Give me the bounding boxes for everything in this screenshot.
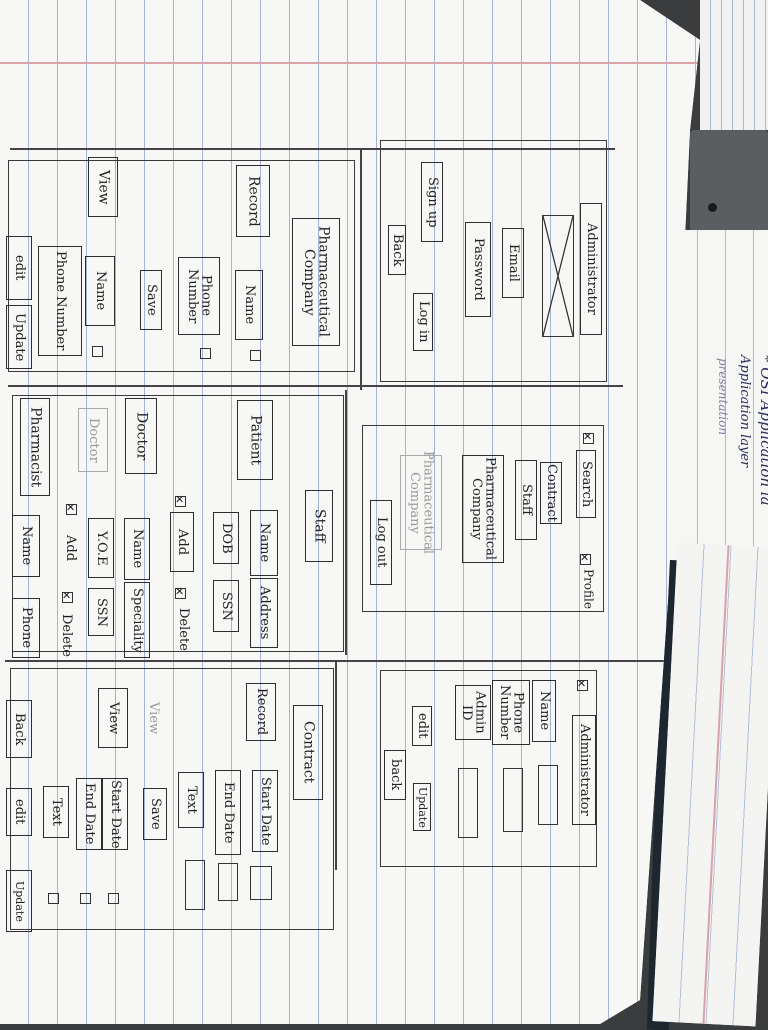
contract-title: Contract	[293, 705, 323, 800]
doctor-yoe-field[interactable]: Y.O.E	[88, 518, 114, 578]
profile-update-button[interactable]: Update	[413, 783, 431, 831]
note-line-2: Application layer	[737, 355, 752, 468]
admin-home-panel	[362, 425, 604, 612]
pharma-company-panel	[8, 160, 355, 372]
patient-delete-check[interactable]	[175, 585, 186, 599]
pharma-company-title: Pharmaceutical Company	[292, 218, 340, 346]
phone-label: Phone Number	[492, 680, 530, 745]
contract-update-button[interactable]: Update	[6, 870, 32, 932]
profile-back-button[interactable]: back	[384, 750, 406, 800]
patient-add-button[interactable]: Add	[170, 512, 194, 572]
pharmacist-name-field[interactable]: Name	[12, 515, 40, 577]
contract-view-start-check[interactable]	[108, 893, 119, 904]
view-name-field: Name	[85, 256, 115, 326]
admin-login-title: Administrator	[580, 203, 602, 335]
view-tab[interactable]: View	[88, 157, 118, 217]
search-checkbox[interactable]	[583, 430, 594, 444]
view-name-check[interactable]	[92, 346, 103, 357]
view-phone-field: Phone Number	[38, 246, 82, 356]
contract-view-start: Start Date	[102, 778, 128, 850]
admin-profile-title: Administrator	[572, 715, 596, 825]
admin-id-label: Admin ID	[455, 685, 491, 740]
note-line-3: presentation	[716, 358, 730, 436]
staff-button[interactable]: Staff	[515, 460, 537, 540]
doctor-delete-button[interactable]: Delete	[58, 613, 74, 657]
password-field[interactable]: Password	[465, 222, 491, 317]
pharma-company-button[interactable]: Pharmaceutical Company	[462, 455, 504, 563]
search-button[interactable]: Search	[576, 450, 596, 518]
admin-login-panel	[380, 140, 607, 382]
record-tab[interactable]: Record	[236, 165, 270, 237]
phone-input[interactable]	[503, 768, 523, 832]
admin-id-input[interactable]	[458, 768, 478, 838]
pharma-company-ghost: Pharmaceutical Company	[400, 451, 442, 554]
admin-profile-checkbox[interactable]	[577, 677, 588, 691]
contract-start-field[interactable]: Start Date	[252, 770, 278, 852]
login-button[interactable]: Log in	[413, 293, 433, 351]
back-button[interactable]: Back	[388, 225, 406, 275]
admin-image-placeholder	[542, 215, 574, 337]
wireframe-paper: Administrator Email Password Log in Sign…	[0, 0, 700, 1024]
contract-panel	[10, 668, 334, 930]
contract-view-end-check[interactable]	[80, 893, 91, 904]
doctor-name-field[interactable]: Name	[124, 518, 150, 580]
pharma-update-button[interactable]: Update	[6, 305, 32, 369]
doctor-add-check[interactable]	[66, 501, 77, 515]
contract-edit-button[interactable]: edit	[6, 788, 32, 836]
doctor-speciality-field[interactable]: Speciality	[124, 582, 150, 658]
contract-back-button[interactable]: Back	[6, 700, 32, 758]
name-label: Name	[532, 680, 556, 742]
contract-end-input[interactable]	[218, 863, 238, 901]
contract-view-text: Text	[43, 786, 69, 838]
note-line-1: * OSI Application la	[757, 355, 768, 506]
pharma-name-check[interactable]	[250, 350, 261, 361]
patient-ssn-field[interactable]: SSN	[213, 580, 239, 632]
patient-address-field[interactable]: Address	[250, 578, 278, 648]
margin-line	[0, 62, 700, 64]
contract-record-tab[interactable]: Record	[246, 683, 276, 741]
profile-edit-button[interactable]: edit	[412, 706, 432, 746]
contract-view-text-check[interactable]	[48, 893, 59, 904]
contract-end-field[interactable]: End Date	[215, 770, 241, 855]
patient-delete-button[interactable]: Delete	[175, 607, 191, 651]
doctor-tab[interactable]: Doctor	[125, 398, 157, 474]
name-input[interactable]	[538, 765, 558, 825]
pharmacist-phone-field[interactable]: Phone	[12, 598, 40, 658]
doctor-ssn-field[interactable]: SSN	[88, 588, 114, 636]
patient-dob-field[interactable]: DOB	[213, 512, 239, 564]
contract-view-ghost: View	[145, 701, 161, 735]
admin-profile-panel	[380, 670, 597, 867]
patient-add-check[interactable]	[175, 493, 186, 507]
pharma-save-button[interactable]: Save	[140, 270, 162, 330]
screw-icon	[708, 203, 717, 212]
notebook-sheet	[670, 230, 768, 590]
contract-button[interactable]: Contract	[540, 462, 562, 524]
pharma-name-field[interactable]: Name	[235, 270, 263, 340]
doctor-ghost: Doctor	[78, 408, 108, 472]
contract-text-input[interactable]	[185, 860, 205, 910]
staff-title: Staff	[305, 490, 333, 562]
pharmacist-tab[interactable]: Pharmacist	[20, 398, 50, 496]
profile-link[interactable]: Profile	[581, 569, 596, 609]
gray-device	[690, 130, 768, 240]
pharma-edit-button[interactable]: edit	[6, 236, 32, 300]
pharma-phone-field[interactable]: Phone Number	[178, 257, 220, 335]
doctor-add-button[interactable]: Add	[62, 534, 78, 562]
pharma-phone-check[interactable]	[200, 348, 211, 359]
contract-view-tab[interactable]: View	[98, 688, 128, 748]
contract-save-button[interactable]: Save	[143, 788, 167, 840]
email-field[interactable]: Email	[502, 228, 524, 298]
contract-start-input[interactable]	[250, 866, 272, 900]
profile-checkbox[interactable]	[580, 551, 591, 565]
contract-text-field[interactable]: Text	[178, 772, 204, 828]
signup-button[interactable]: Sign up	[421, 162, 443, 242]
logout-button[interactable]: Log out	[370, 500, 392, 585]
patient-tab[interactable]: Patient	[237, 400, 273, 480]
contract-view-end: End Date	[76, 778, 102, 850]
patient-name-field[interactable]: Name	[250, 510, 278, 576]
doctor-delete-check[interactable]	[62, 589, 73, 603]
paper-corner	[700, 0, 768, 130]
